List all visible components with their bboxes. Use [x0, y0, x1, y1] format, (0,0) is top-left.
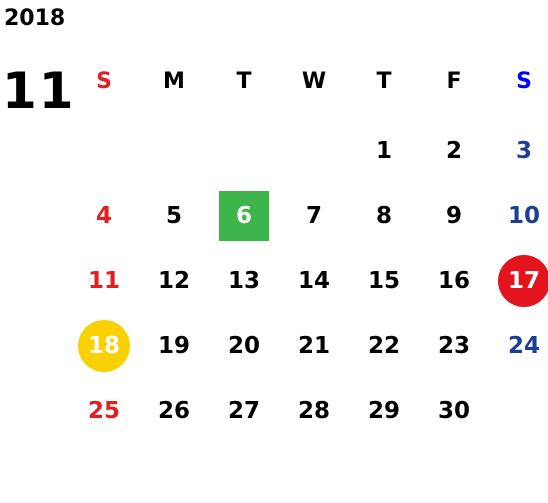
day-cell-27[interactable]: 27: [227, 398, 260, 424]
day-cell-24[interactable]: 24: [507, 333, 540, 359]
day-cell-8[interactable]: 8: [375, 203, 392, 229]
day-cell-23[interactable]: 23: [437, 333, 470, 359]
year-label: 2018: [4, 6, 66, 31]
day-cell-9[interactable]: 9: [445, 203, 462, 229]
day-cell-15[interactable]: 15: [367, 268, 400, 294]
day-cell-16[interactable]: 16: [437, 268, 470, 294]
weekday-header: T: [376, 68, 392, 94]
day-cell-7[interactable]: 7: [305, 203, 322, 229]
day-cell-30[interactable]: 30: [437, 398, 470, 424]
weekday-header: T: [236, 68, 252, 94]
day-cell-2[interactable]: 2: [445, 138, 462, 164]
day-cell-20[interactable]: 20: [227, 333, 260, 359]
day-cell-12[interactable]: 12: [157, 268, 190, 294]
day-cell-25[interactable]: 25: [87, 398, 120, 424]
day-cell-4[interactable]: 4: [95, 203, 112, 229]
day-cell-29[interactable]: 29: [367, 398, 400, 424]
day-cell-11[interactable]: 11: [87, 268, 120, 294]
day-cell-1[interactable]: 1: [375, 138, 392, 164]
day-cell-21[interactable]: 21: [297, 333, 330, 359]
day-cell-28[interactable]: 28: [297, 398, 330, 424]
weekday-header: S: [96, 68, 112, 94]
day-cell-26[interactable]: 26: [157, 398, 190, 424]
weekday-header: S: [516, 68, 532, 94]
day-cell-22[interactable]: 22: [367, 333, 400, 359]
weekday-header: W: [301, 68, 327, 94]
day-cell-14[interactable]: 14: [297, 268, 330, 294]
day-cell-18[interactable]: 18: [78, 320, 130, 372]
day-cell-10[interactable]: 10: [507, 203, 540, 229]
day-cell-19[interactable]: 19: [157, 333, 190, 359]
weekday-header: M: [163, 68, 185, 94]
day-cell-5[interactable]: 5: [165, 203, 182, 229]
day-cell-6[interactable]: 6: [219, 191, 269, 241]
month-label: 11: [2, 62, 76, 120]
day-cell-13[interactable]: 13: [227, 268, 260, 294]
day-cell-3[interactable]: 3: [515, 138, 532, 164]
weekday-header: F: [446, 68, 462, 94]
day-cell-17[interactable]: 17: [498, 255, 548, 307]
